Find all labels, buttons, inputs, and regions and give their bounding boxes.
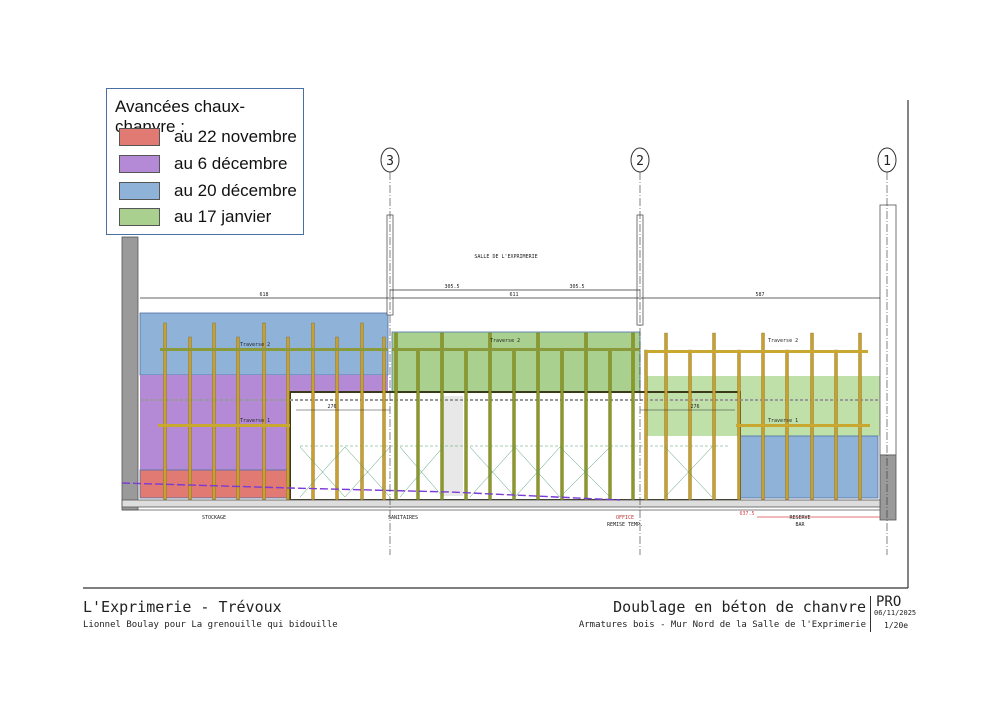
legend-item-22-nov: au 22 novembre [119, 126, 297, 148]
traverse-1-left [158, 424, 290, 427]
brace [559, 446, 611, 498]
cross-braces [299, 446, 713, 498]
stud [512, 349, 516, 501]
brace [344, 446, 391, 498]
right-wall-base [879, 454, 897, 521]
legend-label: au 20 décembre [174, 181, 297, 200]
stud [464, 349, 468, 501]
drawing-subtitle: Armatures bois - Mur Nord de la Salle de… [578, 620, 866, 630]
axis-label: 3 [386, 154, 394, 169]
brace [469, 446, 516, 498]
legend-label: au 6 décembre [174, 154, 288, 173]
axis-label: 2 [636, 154, 644, 169]
left-wall [121, 236, 139, 511]
brace [399, 446, 444, 498]
stud [664, 332, 668, 501]
stud [688, 349, 692, 501]
vapor-line [121, 482, 621, 501]
room-title: SALLE DE L'EXPRIMERIE [474, 254, 537, 260]
stud [584, 332, 588, 501]
legend-swatch [119, 128, 160, 146]
stud [644, 349, 648, 501]
dim-276-left: 276 [327, 404, 336, 410]
stud [536, 332, 540, 501]
room-reserve: RESERVE [789, 515, 810, 521]
legend-item-20-dec: au 20 décembre [119, 180, 297, 202]
room-remise: REMISE TEMP. [607, 522, 643, 528]
phase-label: PRO [876, 594, 902, 610]
drawing-date: 06/11/2025 [874, 609, 917, 617]
stud [560, 349, 564, 501]
brace [514, 446, 561, 498]
traverse-2-right [646, 350, 868, 353]
stud [440, 332, 444, 501]
stud [382, 336, 386, 501]
stud [394, 332, 398, 501]
dim-618: 618 [259, 292, 268, 298]
traverse-1-label: Traverse 1 [240, 418, 270, 424]
dim-305-right: 305.5 [569, 284, 584, 290]
grid-axes: 3 2 1 [380, 147, 897, 555]
drawing-title: Doublage en béton de chanvre [613, 598, 866, 616]
traverse-2-label-right: Traverse 2 [768, 338, 798, 344]
traverse-2-label-mid: Traverse 2 [490, 338, 520, 344]
legend-item-17-jan: au 17 janvier [119, 206, 271, 228]
dim-611: 611 [509, 292, 518, 298]
floor-slab [121, 499, 881, 508]
room-sanitaires: SANITAIRES [388, 515, 418, 521]
room-office: OFFICE [616, 515, 634, 521]
stud [631, 332, 635, 501]
stud [761, 332, 765, 501]
legend-swatch [119, 182, 160, 200]
stud [810, 332, 814, 501]
project-author: Lionnel Boulay pour La grenouille qui bi… [83, 620, 338, 630]
stud [858, 332, 862, 501]
titleblock-separator [870, 596, 871, 632]
room-bar: BAR [795, 522, 805, 528]
legend: Avancées chaux-chanvre : au 22 novembre … [106, 88, 304, 235]
project-title: L'Exprimerie - Trévoux [83, 598, 282, 616]
legend-label: au 17 janvier [174, 207, 272, 226]
axis-marker [380, 147, 400, 173]
room-stockage: STOCKAGE [202, 515, 226, 521]
region-17-jan-mid [391, 331, 641, 393]
stud [608, 349, 612, 501]
legend-swatch [119, 208, 160, 226]
traverse-2-left [160, 348, 388, 351]
legend-label: au 22 novembre [174, 127, 297, 146]
brace [299, 446, 346, 498]
axis-label: 1 [883, 154, 891, 169]
stud [712, 332, 716, 501]
dim-587: 587 [755, 292, 764, 298]
brace [664, 446, 713, 498]
dim-305-left: 305.5 [444, 284, 459, 290]
legend-swatch [119, 155, 160, 173]
right-wall [879, 204, 897, 456]
drawing-scale: 1/20e [884, 621, 909, 630]
dim-276-right: 276 [690, 404, 699, 410]
traverse-1-right [736, 424, 870, 427]
traverse-2-mid [392, 348, 640, 351]
dim-637: 637.5 [739, 511, 754, 517]
traverse-1-label-right: Traverse 1 [768, 418, 798, 424]
stud [335, 336, 339, 501]
traverse-2-label: Traverse 2 [240, 342, 270, 348]
legend-item-6-dec: au 6 décembre [119, 153, 287, 175]
stud [286, 336, 290, 501]
axis-marker [630, 147, 650, 173]
axis-marker [877, 147, 897, 173]
stud [188, 336, 192, 501]
region-20-dec-right [739, 435, 879, 499]
